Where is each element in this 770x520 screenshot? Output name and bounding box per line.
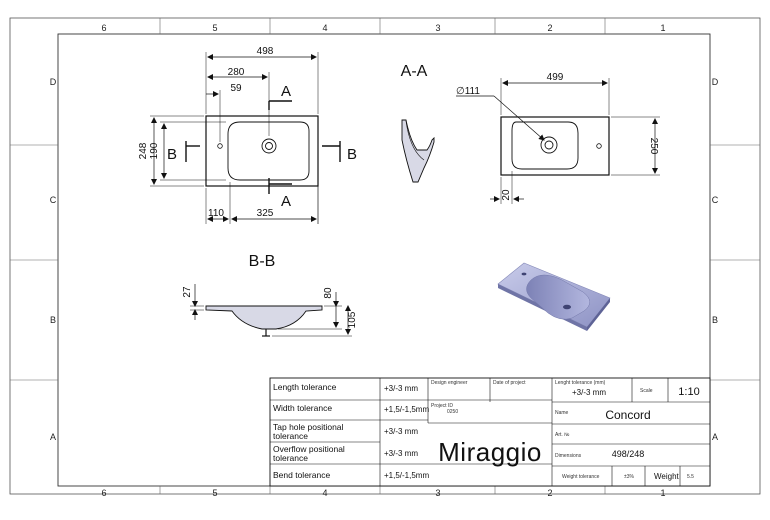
brand-logo-text: Miraggio (438, 437, 542, 467)
zone-row-d-left: D (50, 77, 57, 87)
zone-col-5-top: 5 (212, 23, 217, 33)
cut-a-bottom-label: A (281, 193, 291, 210)
dimensions-label: Dimensions (555, 453, 582, 459)
tol-length-label: Length tolerance (273, 382, 337, 392)
tol-bend-value: +1,5/-1,5mm (384, 471, 429, 480)
dim-top-59: 59 (230, 83, 242, 94)
section-aa-view: A-A (401, 63, 435, 183)
dim-top-248: 248 (138, 142, 149, 159)
tol-overflow-label-2: tolerance (273, 453, 308, 463)
zone-ticks (10, 18, 760, 494)
dimensions-value: 498/248 (612, 449, 645, 459)
zone-col-1-top: 1 (660, 23, 665, 33)
tol-length-value: +3/-3 mm (384, 384, 418, 393)
zone-col-2-bottom: 2 (547, 488, 552, 498)
art-number-label: Art. № (555, 432, 570, 438)
product-name-value: Concord (605, 408, 650, 422)
dim-top-325: 325 (257, 208, 274, 219)
zone-col-2-top: 2 (547, 23, 552, 33)
section-bb-title: B-B (249, 253, 276, 270)
zone-row-a-left: A (50, 432, 56, 442)
length-tol-mm-value: +3/-3 mm (572, 388, 606, 397)
weight-tolerance-label: Weight tolerance (562, 474, 600, 480)
tol-tap-hole-label-2: tolerance (273, 431, 308, 441)
section-aa-title: A-A (401, 63, 428, 80)
date-of-project-label: Date of project (493, 380, 526, 386)
dim-back-20: 20 (501, 189, 512, 201)
dim-top-190: 190 (149, 142, 160, 159)
project-id-label: Project ID (431, 403, 453, 409)
dim-back-499: 499 (547, 72, 564, 83)
zone-row-c-right: C (712, 195, 719, 205)
dim-top-110: 110 (208, 208, 224, 219)
tol-tap-hole-value: +3/-3 mm (384, 427, 418, 436)
zone-col-6-top: 6 (101, 23, 106, 33)
weight-label: Weight (654, 472, 680, 481)
zone-row-b-right: B (712, 315, 718, 325)
zone-col-6-bottom: 6 (101, 488, 106, 498)
zone-row-d-right: D (712, 77, 719, 87)
design-engineer-label: Design engineer (431, 380, 468, 386)
dim-back-250: 250 (648, 138, 659, 155)
dim-top-498: 498 (257, 46, 274, 57)
cut-b-right-label: B (347, 146, 357, 163)
zone-col-3-bottom: 3 (435, 488, 440, 498)
section-bb-view: B-B 27 80 105 (182, 253, 358, 337)
dim-bb-27: 27 (182, 286, 193, 298)
zone-col-3-top: 3 (435, 23, 440, 33)
zone-col-4-bottom: 4 (322, 488, 327, 498)
length-tol-mm-label: Lenght tolerance (mm) (555, 380, 606, 386)
dim-bb-105: 105 (347, 311, 358, 328)
top-view: 498 280 59 248 190 110 325 A A B B (138, 46, 357, 224)
zone-row-b-left: B (50, 315, 56, 325)
dim-top-280: 280 (228, 67, 245, 78)
zone-col-4-top: 4 (322, 23, 327, 33)
tol-bend-label: Bend tolerance (273, 470, 330, 480)
outer-frame (9, 17, 761, 495)
sink-3d-render (497, 262, 611, 331)
name-label: Name (555, 410, 569, 416)
cut-a-top-label: A (281, 83, 291, 100)
dim-back-111: ∅111 (456, 86, 480, 97)
tol-width-value: +1,5/-1,5mm (384, 405, 429, 414)
tol-overflow-value: +3/-3 mm (384, 449, 418, 458)
zone-row-c-left: C (50, 195, 57, 205)
scale-value: 1:10 (678, 386, 699, 398)
dim-bb-80: 80 (323, 287, 334, 299)
tol-width-label: Width tolerance (273, 403, 332, 413)
cut-b-left-label: B (167, 146, 177, 163)
back-view: 499 ∅111 250 20 (456, 72, 660, 204)
weight-tolerance-value: ±3% (624, 474, 635, 480)
tol-tap-hole-label-1: Tap hole positional (273, 422, 344, 432)
zone-col-5-bottom: 5 (212, 488, 217, 498)
zone-col-1-bottom: 1 (660, 488, 665, 498)
tol-overflow-label-1: Overflow positional (273, 444, 345, 454)
zone-row-a-right: A (712, 432, 718, 442)
scale-label: Scale (640, 388, 653, 394)
title-block: Length tolerance +3/-3 mm Width toleranc… (269, 377, 711, 487)
weight-value: 5.5 (687, 474, 694, 480)
project-id-value: 0250 (447, 409, 458, 415)
